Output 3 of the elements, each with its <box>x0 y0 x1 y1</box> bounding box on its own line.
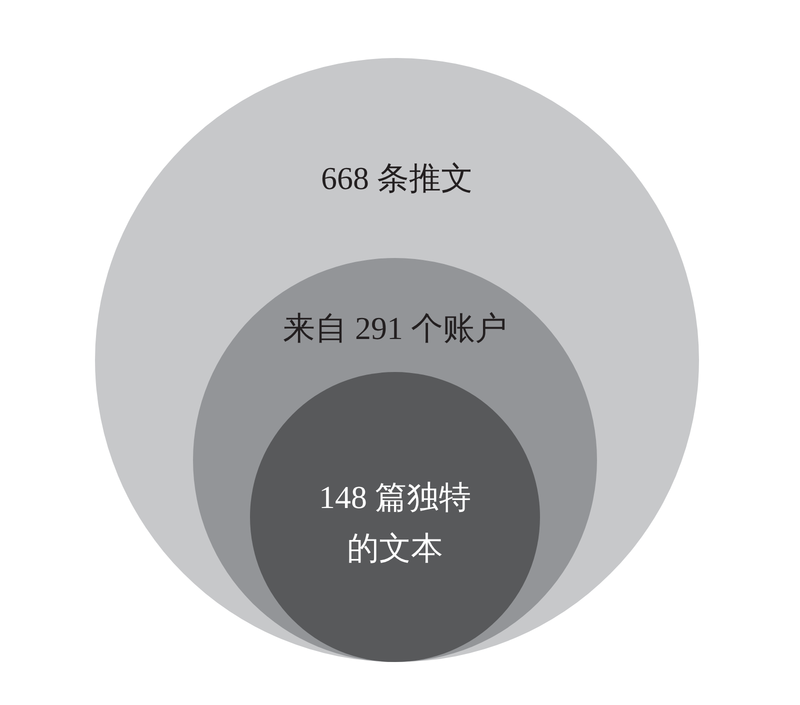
unique-text-count-label: 148 篇独特的文本 <box>318 478 472 568</box>
account-count-label: 来自 291 个账户 <box>283 309 507 347</box>
tweet-count-label: 668 条推文 <box>321 159 473 197</box>
